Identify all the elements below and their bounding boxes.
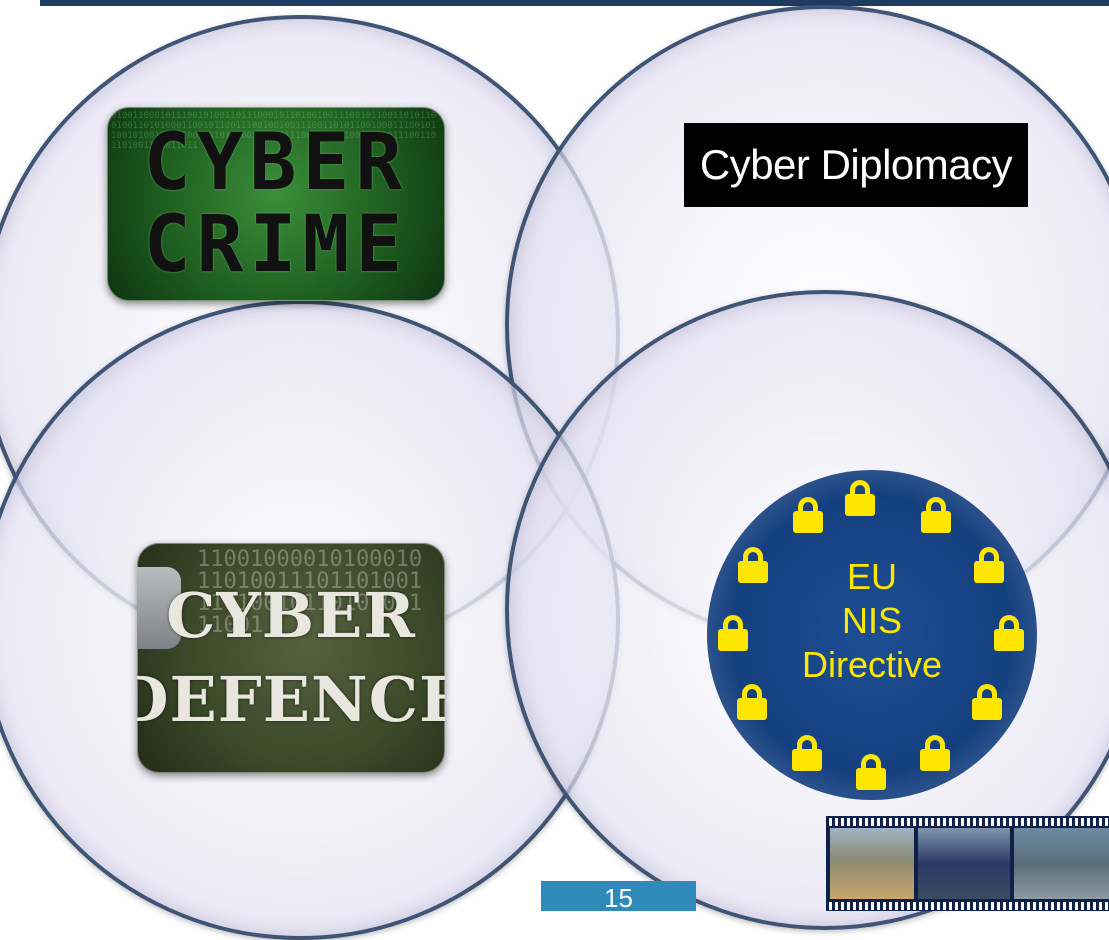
eu-nis-line-1: EU <box>846 556 897 597</box>
cyberdefence-tile: 1100100001010001011010011101101001110100… <box>137 543 445 773</box>
padlock-icon <box>920 735 950 771</box>
padlock-icon <box>718 615 748 651</box>
meter-icon <box>137 567 181 649</box>
padlock-icon <box>856 754 886 790</box>
padlock-icon <box>792 735 822 771</box>
binary-background: 1100100001010001011010011101101001110100… <box>197 547 423 638</box>
filmstrip-photos <box>826 816 1109 911</box>
eu-nis-badge <box>707 470 1037 800</box>
padlock-icon <box>845 480 875 516</box>
filmstrip-holes-bottom <box>826 902 1109 910</box>
photo-frame-officers <box>918 828 1010 899</box>
cyberdefence-line-2: DEFENCE <box>137 663 445 736</box>
padlock-icon <box>972 684 1002 720</box>
cybercrime-line-2: CRIME <box>143 200 409 290</box>
eu-nis-text: EU NIS Directive <box>707 555 1037 687</box>
eu-nis-line-3: Directive <box>801 644 943 685</box>
filmstrip-holes-top <box>826 818 1109 826</box>
padlock-icon <box>974 547 1004 583</box>
cyber-diplomacy-label: Cyber Diplomacy <box>684 123 1028 207</box>
padlock-icon <box>921 497 951 533</box>
cybercrime-line-1: CYBER <box>143 118 409 208</box>
cybercrime-tile: 0100110001011100101001101110001011010010… <box>107 107 445 301</box>
padlock-icon <box>793 497 823 533</box>
padlock-icon <box>737 684 767 720</box>
padlock-icon <box>994 615 1024 651</box>
binary-background: 0100110001011100101001101110001011010010… <box>111 111 437 151</box>
photo-frame-ship <box>1014 828 1109 899</box>
eu-nis-line-2: NIS <box>841 600 902 641</box>
photo-frame-vehicle <box>830 828 914 899</box>
padlock-icon <box>738 547 768 583</box>
top-accent-bar <box>40 0 1109 6</box>
cyberdefence-line-1: CYBER <box>166 579 416 652</box>
page-number: 15 <box>541 881 696 913</box>
